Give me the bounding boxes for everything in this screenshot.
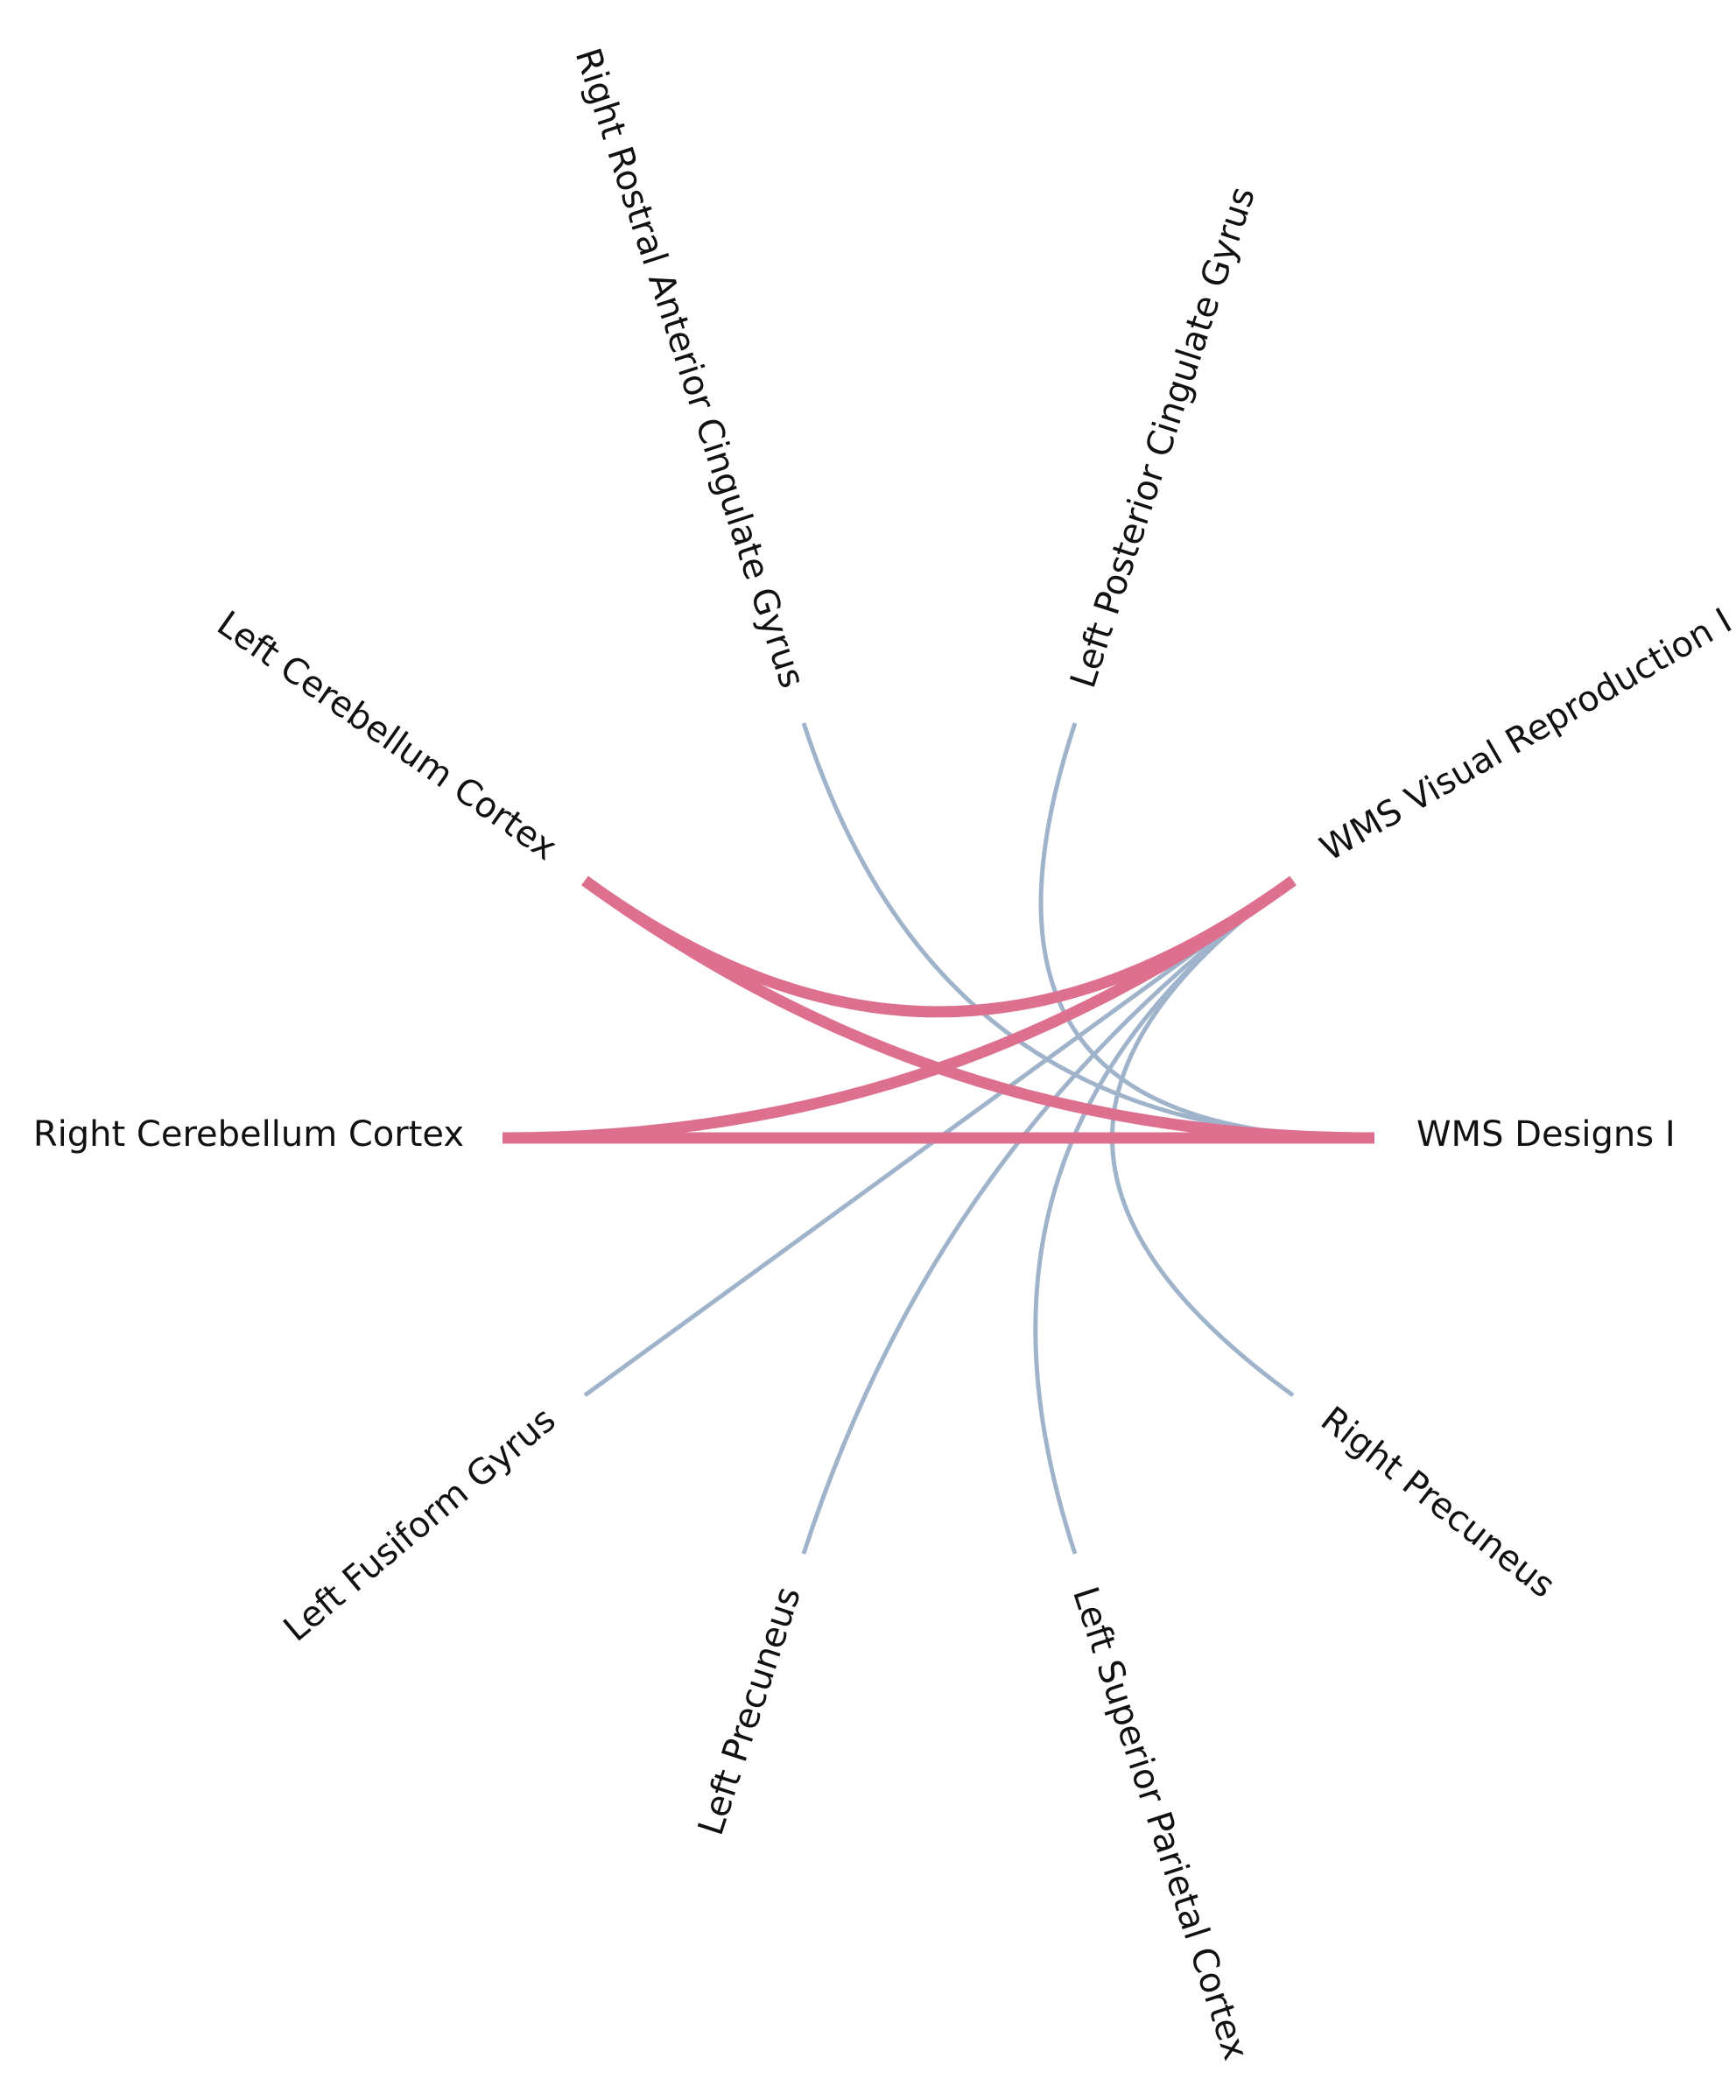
node-label-wms-designs-i: WMS Designs I xyxy=(1416,1114,1676,1155)
node-label-right-rostral-anterior-cingulate-gyrus: Right Rostral Anterior Cingulate Gyrus xyxy=(567,44,812,693)
edge-right-rostral-anterior-cingulate-gyrus-to-wms-designs-i xyxy=(801,722,1375,1141)
node-label-left-superior-parietal-cortex: Left Superior Parietal Cortex xyxy=(1065,1582,1255,2065)
node-label-left-precuneus: Left Precuneus xyxy=(691,1582,809,1840)
edge-left-precuneus-to-wms-visual-reproduction-i xyxy=(801,878,1295,1555)
edge-left-superior-parietal-cortex-to-wms-visual-reproduction-i xyxy=(1033,878,1295,1555)
edges-layer xyxy=(502,722,1375,1555)
node-label-left-fusiform-gyrus: Left Fusiform Gyrus xyxy=(277,1400,564,1650)
node-label-wms-visual-reproduction-i: WMS Visual Reproduction I xyxy=(1314,601,1736,869)
node-label-left-cerebellum-cortex: Left Cerebellum Cortex xyxy=(209,603,564,868)
node-label-left-posterior-cingulate-gyrus: Left Posterior Cingulate Gyrus xyxy=(1063,182,1263,692)
node-label-right-precuneus: Right Precuneus xyxy=(1313,1399,1563,1605)
node-label-right-cerebellum-cortex: Right Cerebellum Cortex xyxy=(33,1114,464,1155)
